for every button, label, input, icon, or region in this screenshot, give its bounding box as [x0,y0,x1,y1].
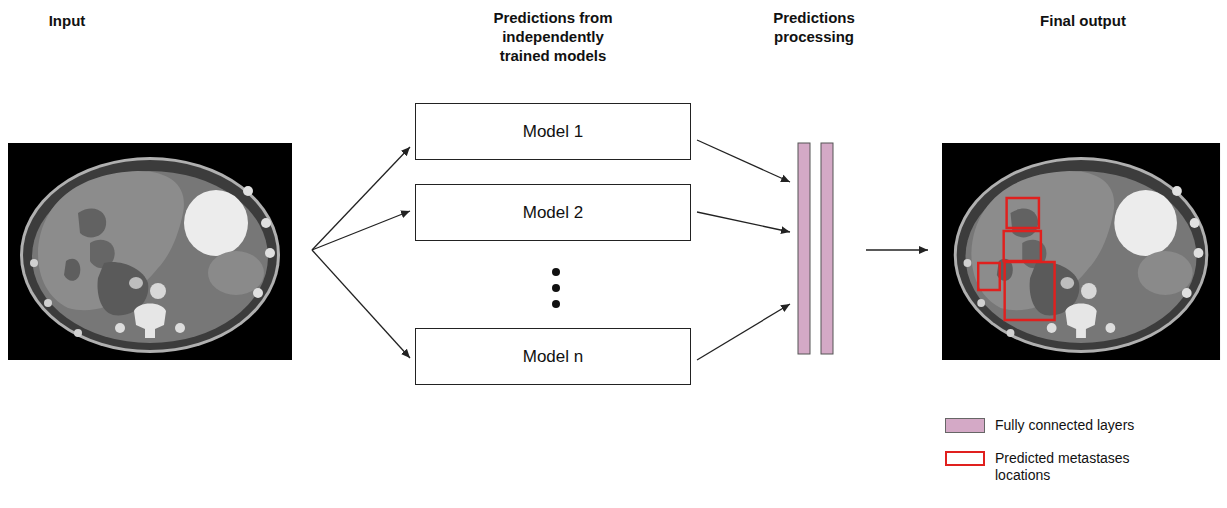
model-box: Model 1 [415,103,691,160]
input-ct-image [8,143,292,360]
model-label: Model 2 [523,203,583,223]
column-heading: Predictions processing [758,8,870,46]
legend-outline-sample [945,451,985,466]
model-box: Model n [415,328,691,385]
model-label: Model n [523,347,583,367]
column-heading: Input [12,11,122,30]
ellipsis-dots [552,268,560,308]
legend-swatch [945,418,985,433]
fully-connected-layers [798,143,833,354]
output-ct-image [942,143,1220,360]
model-box: Model 2 [415,184,691,241]
legend-text: Fully connected layers [995,417,1195,434]
model-label: Model 1 [523,122,583,142]
column-heading: Final output [1013,11,1153,30]
legend-text: Predicted metastases locations [995,450,1160,484]
flow-arrows [312,140,928,360]
column-heading: Predictions from independently trained m… [478,8,628,65]
